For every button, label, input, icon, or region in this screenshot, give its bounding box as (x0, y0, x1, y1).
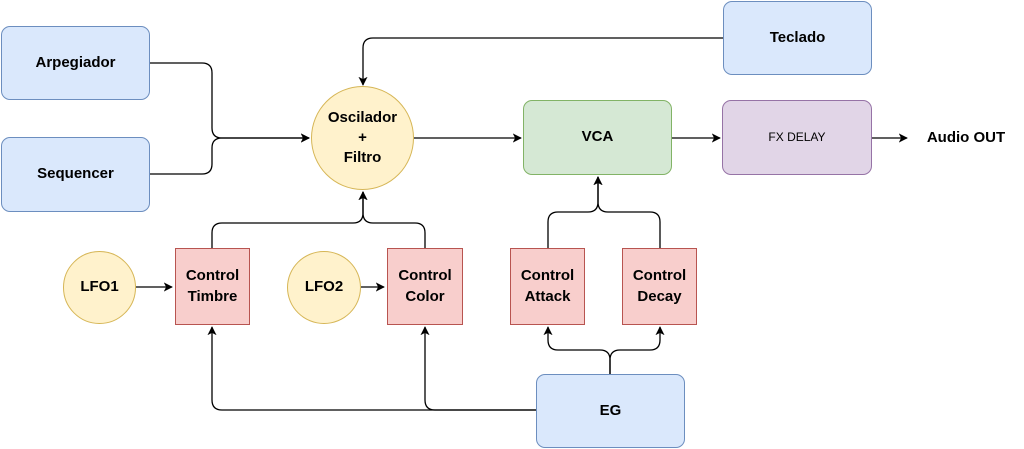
edge-teclado-to-oscilador (358, 37, 723, 86)
oscilador-filtro-label: Oscilador + Filtro (327, 108, 398, 167)
arpegiador-label: Arpegiador (35, 53, 116, 71)
edge-sequencer-to-oscilador (150, 133, 310, 175)
sequencer-node: Sequencer (1, 137, 150, 212)
control-color-node: Control Color (387, 248, 463, 325)
eg-node: EG (536, 374, 685, 448)
edge-eg-to-control-decay (609, 326, 665, 374)
edge-control-timbre-to-oscilador (211, 191, 368, 248)
edge-arpegiador-to-oscilador (150, 62, 310, 143)
edge-eg-to-control-color (420, 326, 536, 411)
fx-delay-label: FX DELAY (768, 130, 826, 145)
control-timbre-node: Control Timbre (175, 248, 250, 325)
vca-label: VCA (581, 128, 614, 146)
teclado-label: Teclado (769, 28, 826, 46)
control-decay-node: Control Decay (622, 248, 697, 325)
edge-eg-to-control-attack (543, 326, 611, 374)
control-color-label: Control Color (398, 267, 452, 305)
vca-node: VCA (523, 100, 672, 175)
edge-eg-to-control-timbre (207, 326, 536, 411)
audio-out-node: Audio OUT (912, 124, 1020, 152)
lfo2-label: LFO2 (304, 278, 344, 296)
edge-control-attack-to-vca (547, 176, 603, 248)
arpegiador-node: Arpegiador (1, 26, 150, 100)
edge-control-decay-to-vca (593, 176, 661, 248)
oscilador-filtro-node: Oscilador + Filtro (311, 86, 414, 190)
lfo2-node: LFO2 (287, 251, 361, 324)
control-attack-node: Control Attack (510, 248, 585, 325)
fx-delay-node: FX DELAY (722, 100, 872, 175)
sequencer-label: Sequencer (37, 165, 114, 183)
teclado-node: Teclado (723, 1, 872, 75)
control-decay-label: Control Decay (632, 267, 687, 305)
control-attack-label: Control Attack (520, 267, 575, 305)
eg-label: EG (599, 401, 622, 419)
control-timbre-label: Control Timbre (185, 267, 240, 305)
lfo1-node: LFO1 (63, 251, 136, 324)
audio-out-label: Audio OUT (926, 128, 1006, 146)
lfo1-label: LFO1 (80, 278, 119, 296)
edge-control-color-to-oscilador (358, 191, 426, 248)
